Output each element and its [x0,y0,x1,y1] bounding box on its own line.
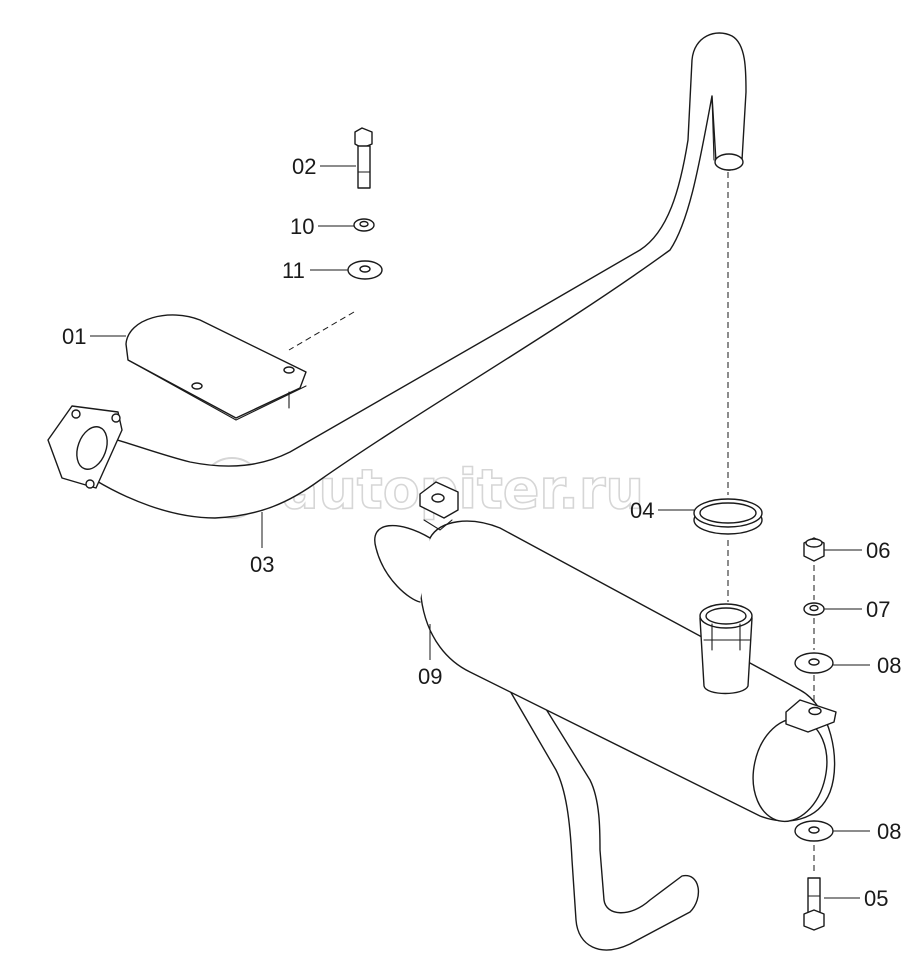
muffler-bracket-right-hole [808,706,822,716]
flat-washer-08-top [794,652,834,674]
callout-10: 10 [290,214,314,239]
muffler-bracket-right [785,699,837,733]
heat-shield-cover-plate [125,314,307,419]
callout-02: 02 [292,154,316,179]
callout-11: 11 [282,258,305,283]
bolt-02-shank [357,145,371,189]
flat-washer-11 [347,260,383,280]
nut-06 [803,537,825,562]
muffler-outlet-inner [705,607,747,625]
flat-washer-11-hole [359,265,371,273]
callout-09: 09 [418,664,442,689]
callout-08a: 08 [877,653,901,678]
callout-06: 06 [866,538,890,563]
muffler-bracket-left-hole [431,493,445,503]
callout-03: 03 [250,552,274,577]
exhaust-pipe-flange-bolt-hole-bottom [85,479,95,489]
heat-shield-cover [125,314,307,421]
callout-05: 05 [864,886,888,911]
assembly-lines [288,172,815,875]
exhaust-pipe-flange-bolt-hole-top [71,409,81,419]
bolt-02-head [354,127,373,149]
assembly-line-bolt-to-cover [288,311,355,351]
spring-washer-10 [353,218,375,232]
exhaust-pipe-flange-port [76,426,108,470]
heat-shield-cover-edge [127,359,307,421]
callout-08b: 08 [877,819,901,844]
clamp-04-inner [699,502,757,524]
flat-washer-08-bottom-hole [808,826,820,834]
callout-labels: 01 02 03 04 05 06 07 08 08 09 10 11 [62,154,901,911]
spring-washer-07-hole [809,604,819,612]
exhaust-pipe [47,32,747,519]
spring-washer-07 [803,602,825,616]
muffler-bracket-left-strap [423,519,453,531]
flat-washer-08-top-hole [808,658,820,666]
clamp-04 [693,498,763,535]
muffler-outlet-tube [699,617,753,695]
muffler [374,481,837,951]
flat-washer-08-bottom [794,820,834,842]
watermark-text: autopiter.ru [282,458,644,521]
callout-07: 07 [866,597,890,622]
leader-lines [90,165,870,899]
spring-washer-10-hole [359,220,369,228]
bolt-05 [803,877,825,931]
nut-06-top [805,538,823,548]
exhaust-pipe-outlet-end [714,153,744,171]
bolt-02 [354,127,373,189]
callout-04: 04 [630,498,654,523]
callout-01: 01 [62,324,86,349]
muffler-body [419,520,836,822]
heat-shield-cover-hole-right [283,366,295,374]
muffler-lower-pipe [505,679,700,951]
exhaust-pipe-flange-bolt-hole-right [111,413,121,423]
muffler-back-end [374,524,431,603]
bolt-05-head [803,909,825,931]
heat-shield-cover-hole-left [191,382,203,390]
exhaust-pipe-bend-line [711,95,715,161]
exhaust-pipe-body [81,32,747,519]
